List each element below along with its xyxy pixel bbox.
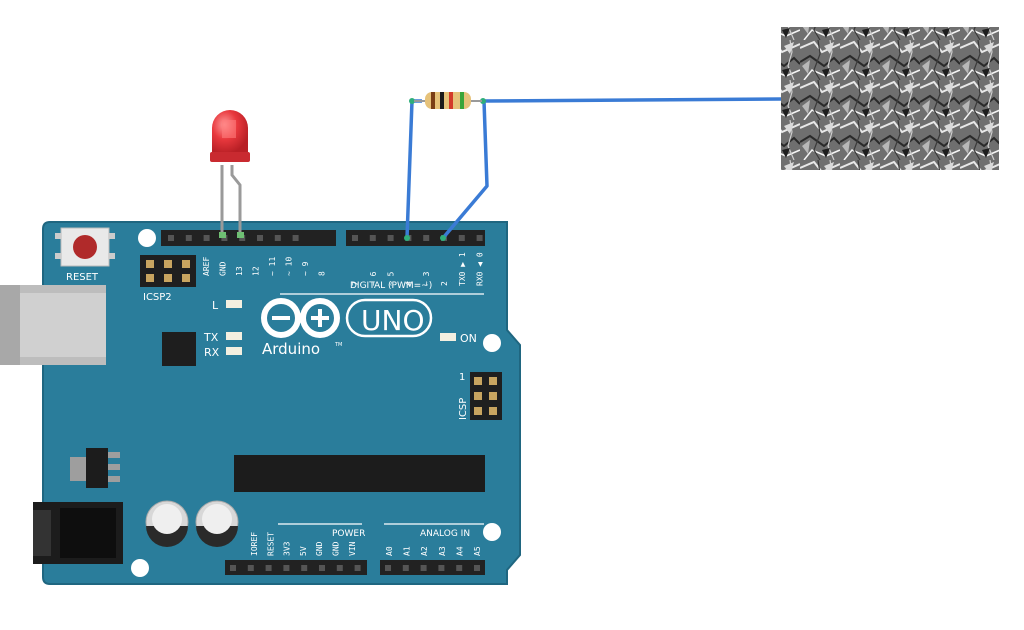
rx-led — [226, 347, 242, 355]
wire-pin2-to-foil — [441, 97, 782, 240]
capacitor-2 — [195, 500, 239, 547]
digital-pin-left-0 — [168, 235, 174, 241]
pin-label-top-left-6: ~ 9 — [301, 261, 310, 276]
pin-label-top-left-2: 13 — [235, 266, 244, 276]
pin-label-top-right-5: 2 — [440, 281, 449, 286]
digital-pin-right-1 — [369, 235, 376, 241]
analog-pin-0 — [385, 565, 391, 571]
pin-label-power-6: VIN — [348, 541, 357, 556]
analog-pin-5 — [474, 565, 480, 571]
usb-controller-chip — [162, 332, 196, 366]
analog-pin-4 — [456, 565, 463, 571]
red-led-icon — [210, 110, 250, 238]
usb-connector — [0, 285, 106, 365]
power-pin-2 — [265, 565, 272, 571]
icsp-header — [470, 372, 502, 420]
arduino-board — [42, 221, 521, 585]
pin-label-power-3: 5V — [299, 546, 308, 556]
capacitor-1 — [145, 500, 189, 547]
voltage-regulator — [70, 448, 120, 488]
power-pin-6 — [336, 565, 343, 571]
power-pin-5 — [319, 565, 325, 571]
wire-pin4-to-resistor — [405, 99, 422, 239]
pin-label-power-2: 3V3 — [283, 541, 292, 556]
on-label: ON — [460, 332, 477, 345]
digital-pin-right-0 — [352, 235, 358, 241]
uno-badge: UNO — [345, 298, 433, 338]
pin-label-top-right-3: 4 — [404, 281, 413, 286]
pin-label-power-0: IOREF — [250, 532, 259, 556]
brand-label: Arduino — [262, 340, 320, 358]
onboard-led-l — [226, 300, 242, 308]
digital-header-left — [161, 230, 336, 246]
pin-label-analog-4: A4 — [455, 546, 464, 556]
pin-label-top-right-4: ~ 3 — [422, 271, 431, 286]
pin-label-top-left-1: GND — [219, 261, 228, 276]
digital-header-right — [346, 230, 485, 246]
pin-label-analog-3: A3 — [438, 546, 447, 556]
pin-label-power-4: GND — [315, 541, 324, 556]
digital-pin-left-6 — [274, 235, 281, 241]
resistor-icon — [414, 92, 482, 109]
pin-label-analog-0: A0 — [385, 546, 394, 556]
arduino-infinity-logo-icon — [261, 298, 340, 338]
power-pin-3 — [283, 565, 290, 571]
digital-pin-right-4 — [423, 235, 430, 241]
pin-label-top-right-2: ~ 5 — [387, 271, 396, 286]
pin-label-analog-2: A2 — [420, 546, 429, 556]
pin-label-power-5: GND — [332, 541, 341, 556]
pin-label-top-left-0: AREF — [202, 257, 211, 276]
microcontroller-chip — [234, 455, 485, 492]
power-pin-7 — [354, 565, 361, 571]
pin-label-power-1: RESET — [266, 532, 275, 556]
analog-label: ANALOG IN — [420, 529, 470, 539]
digital-pin-right-2 — [387, 235, 394, 241]
tx-led — [226, 332, 242, 340]
trademark-label: TM — [334, 342, 342, 348]
power-header — [225, 560, 367, 575]
rx-label: RX — [204, 346, 220, 359]
power-pin-4 — [301, 565, 308, 571]
digital-pin-left-2 — [203, 235, 210, 241]
power-pin-0 — [230, 565, 236, 571]
digital-pin-right-6 — [458, 235, 465, 241]
analog-header — [380, 560, 485, 575]
reset-label: RESET — [66, 272, 99, 283]
analog-pin-3 — [438, 565, 445, 571]
pin-label-top-left-7: 8 — [318, 271, 327, 276]
power-label: POWER — [332, 529, 365, 539]
icsp-pin1-label: 1 — [459, 372, 465, 383]
led-cathode-pin — [219, 232, 226, 238]
pin-label-analog-5: A5 — [473, 546, 482, 556]
analog-pin-1 — [402, 565, 409, 571]
reset-button[interactable] — [55, 227, 115, 267]
digital-pin-left-7 — [292, 235, 299, 241]
tx-label: TX — [203, 331, 219, 344]
pin-label-analog-1: A1 — [403, 546, 412, 556]
dc-power-jack — [33, 502, 123, 564]
pin-label-top-right-6: TX0 ▶ 1 — [458, 252, 467, 286]
led-anode-pin — [237, 232, 244, 238]
pin-label-top-left-4: ~ 11 — [268, 257, 277, 276]
pin-label-top-left-3: 12 — [252, 266, 261, 276]
led-l-label: L — [212, 299, 219, 312]
aluminum-foil-icon — [781, 27, 999, 170]
pin-label-top-right-7: RX0 ◀ 0 — [476, 252, 485, 286]
icsp2-header — [140, 255, 196, 287]
icsp2-label: ICSP2 — [143, 292, 172, 303]
pin-label-top-left-5: ~ 10 — [285, 257, 294, 276]
digital-label: DIGITAL (PWM=~) — [350, 281, 432, 291]
pin-label-top-right-0: 7 — [351, 281, 360, 286]
digital-pin-right-7 — [476, 235, 483, 241]
analog-pin-2 — [420, 565, 427, 571]
power-pin-1 — [247, 565, 254, 571]
digital-pin-left-1 — [185, 235, 192, 241]
uno-label: UNO — [361, 304, 424, 337]
pin-label-top-right-1: ~ 6 — [369, 271, 378, 286]
digital-pin-left-5 — [257, 235, 263, 241]
on-led — [440, 333, 456, 341]
icsp-label: ICSP — [458, 398, 469, 420]
